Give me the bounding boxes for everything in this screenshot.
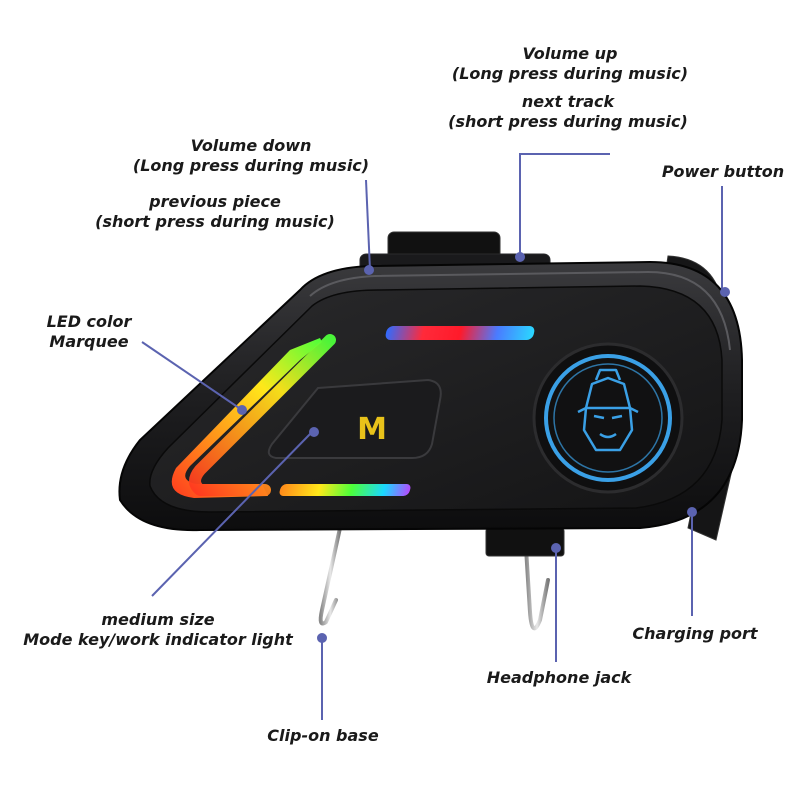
main-button-inner [553,363,663,473]
led-strip-left [171,338,322,498]
label-mode-key: medium size Mode key/work indicator ligh… [23,610,293,649]
led-strip-top [385,326,535,340]
clip-wire-right [524,546,550,631]
headphone-jack-housing [485,527,565,557]
leader-volume-down [365,179,371,271]
robot-emblem-icon [577,368,639,452]
leader-mode-key [151,431,313,597]
led-strip-left-glow [189,334,336,496]
mode-key-letter: M [357,412,387,447]
device-bevel [309,270,731,351]
mode-key [267,378,442,459]
leader-led [141,341,243,411]
label-previous-piece: previous piece (short press during music… [95,192,335,231]
dot-mode-key [309,427,319,437]
dot-headphone [551,543,561,553]
leader-volume-up [519,153,610,256]
dot-charging [687,507,697,517]
label-volume-up: Volume up (Long press during music) [451,44,689,83]
clip-wire-left [318,526,342,626]
dot-clip [317,633,327,643]
dot-volume-down [364,265,374,275]
led-strip-bottom [279,484,411,496]
label-charging-port: Charging port [632,624,758,643]
label-next-track: next track (short press during music) [448,92,688,131]
dot-led [237,405,247,415]
dot-volume-up [515,252,525,262]
label-power-button: Power button [661,162,785,181]
label-volume-down: Volume down (Long press during music) [132,136,370,175]
label-headphone-jack: Headphone jack [486,668,632,687]
dot-power [720,287,730,297]
label-clip-base: Clip-on base [267,726,379,745]
label-led-marquee: LED color Marquee [46,312,132,351]
